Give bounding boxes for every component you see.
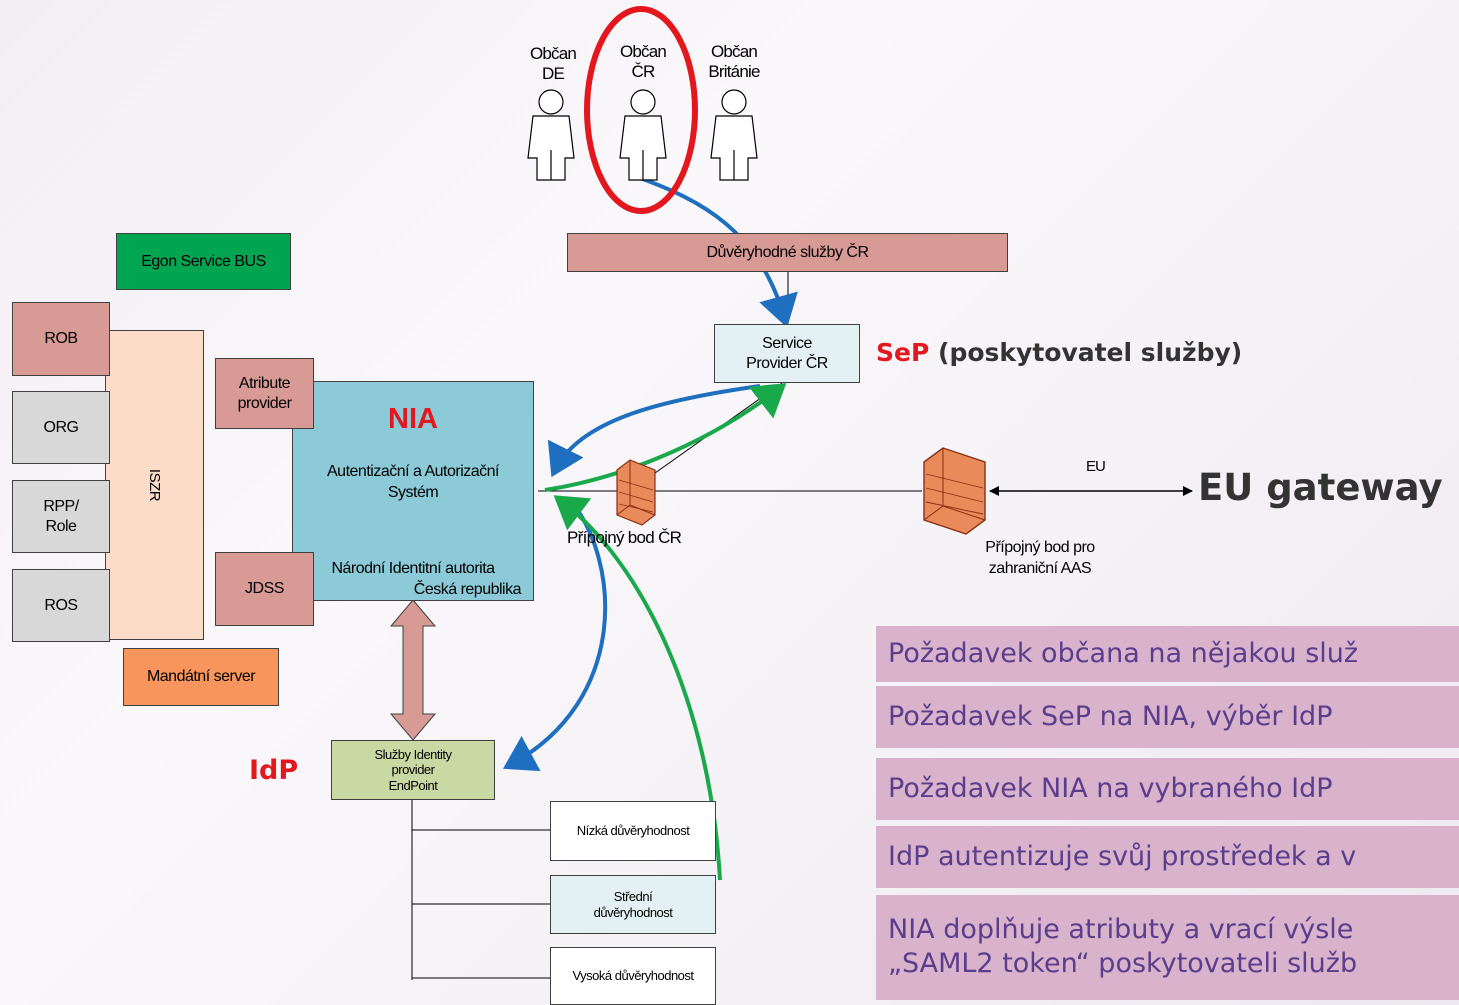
- idp-endpoint-box: Služby Identity provider EndPoint: [331, 740, 495, 800]
- citizen-cr-line1: Občan: [619, 42, 667, 61]
- firewall-cr-icon: [616, 459, 656, 526]
- connection-foreign-label: Přípojný bod pro zahraniční AAS: [960, 538, 1120, 580]
- register-ros-box: ROS: [12, 569, 110, 642]
- attribute-provider-box: Atribute provider: [215, 358, 314, 429]
- register-rob-box: ROB: [12, 302, 110, 376]
- legend-step-2-text: Požadavek SeP na NIA, výběr IdP: [888, 701, 1333, 732]
- register-rob-label: ROB: [44, 330, 78, 348]
- sep-text: (poskytovatel služby): [938, 338, 1243, 367]
- register-ros-label: ROS: [44, 596, 78, 614]
- citizen-de-line2: DE: [541, 64, 565, 84]
- legend-step-3: Požadavek NIA na vybraného IdP: [876, 758, 1459, 820]
- legend-step-5-line1: NIA doplňuje atributy a vrací výsle: [888, 914, 1354, 945]
- register-rpp-label: RPP/ Role: [43, 498, 79, 535]
- arrow-sep-to-nia: [547, 384, 761, 478]
- citizen-uk-line1: Občan: [710, 42, 758, 61]
- assurance-high-label: Vysoká důvěryhodnost: [572, 968, 694, 984]
- legend-step-3-text: Požadavek NIA na vybraného IdP: [888, 773, 1333, 804]
- register-rpp-box: RPP/ Role: [12, 480, 110, 553]
- citizen-cr-line2: ČR: [631, 62, 656, 82]
- idp-endpoint-line2: provider: [391, 762, 435, 778]
- nia-box: NIA Autentizační a Autorizační Systém Ná…: [292, 381, 534, 601]
- legend-step-1-text: Požadavek občana na nějakou služ: [888, 638, 1359, 669]
- connection-cr-label: Přípojný bod ČR: [567, 528, 682, 547]
- sep-label: SeP (poskytovatel služby): [876, 338, 1242, 367]
- register-org-label: ORG: [43, 418, 79, 436]
- service-provider-line2: Provider ČR: [746, 354, 828, 372]
- firewall-foreign-icon: [923, 447, 986, 535]
- cr-citizen-highlight: [584, 6, 698, 214]
- egon-service-bus-label: Egon Service BUS: [141, 252, 266, 270]
- person-de-icon: [527, 89, 575, 181]
- legend-step-2: Požadavek SeP na NIA, výběr IdP: [876, 686, 1459, 748]
- mandate-server-label: Mandátní server: [146, 668, 256, 686]
- idp-label: IdP: [249, 755, 299, 786]
- assurance-medium-box: Střední důvěryhodnost: [550, 875, 716, 934]
- arrow-citizen-to-sep: [639, 176, 798, 328]
- eu-label: EU: [1086, 458, 1106, 475]
- nia-line2: Systém: [387, 484, 439, 501]
- iszr-label: ISZR: [146, 468, 164, 502]
- citizen-de-line1: Občan: [529, 44, 577, 63]
- jdss-label: JDSS: [245, 580, 284, 598]
- connection-foreign-line1: Přípojný bod pro: [985, 539, 1095, 556]
- assurance-low-box: Nízká důvěryhodnost: [550, 801, 716, 861]
- legend-step-1: Požadavek občana na nějakou služ: [876, 626, 1459, 682]
- citizen-cr-label: Občan ČR: [603, 42, 683, 83]
- nia-line3: Národní Identitní autorita: [331, 560, 495, 577]
- legend-step-5: NIA doplňuje atributy a vrací výsle „SAM…: [876, 895, 1459, 1000]
- assurance-low-label: Nízká důvěryhodnost: [576, 823, 690, 839]
- citizen-uk-label: Občan Británie: [694, 42, 774, 83]
- legend-step-5-line2: „SAML2 token“ poskytovateli služb: [888, 948, 1358, 979]
- assurance-high-box: Vysoká důvěryhodnost: [550, 947, 716, 1005]
- legend-step-4: IdP autentizuje svůj prostředek a v: [876, 826, 1459, 888]
- jdss-box: JDSS: [215, 552, 314, 626]
- iszr-box: ISZR: [105, 330, 204, 640]
- idp-endpoint-line1: Služby Identity: [374, 746, 452, 762]
- trust-services-box: Důvěryhodné služby ČR: [567, 233, 1008, 272]
- nia-idp-double-arrow: [389, 599, 437, 741]
- legend-step-4-text: IdP autentizuje svůj prostředek a v: [888, 841, 1357, 872]
- service-provider-line1: Service: [762, 335, 812, 353]
- connection-foreign-line2: zahraniční AAS: [988, 559, 1092, 577]
- person-cr-icon: [619, 89, 667, 181]
- trust-services-label: Důvěryhodné služby ČR: [706, 243, 869, 261]
- nia-line4: Česká republika: [413, 581, 522, 598]
- egon-service-bus-box: Egon Service BUS: [116, 233, 291, 290]
- assurance-medium-label: Střední důvěryhodnost: [593, 888, 673, 920]
- register-org-box: ORG: [12, 391, 110, 464]
- attribute-provider-label: Atribute provider: [237, 375, 292, 412]
- citizen-uk-line2: Británie: [708, 62, 760, 82]
- nia-title: NIA: [388, 403, 438, 435]
- citizen-de-label: Občan DE: [513, 44, 593, 85]
- idp-tree-lines: [411, 800, 550, 980]
- sep-abbr: SeP: [876, 338, 930, 367]
- mandate-server-box: Mandátní server: [123, 648, 279, 706]
- idp-endpoint-line3: EndPoint: [388, 777, 438, 793]
- nia-line1: Autentizační a Autorizační: [327, 463, 500, 480]
- eu-gateway-label: EU gateway: [1198, 466, 1443, 509]
- service-provider-box: Service Provider ČR: [714, 324, 860, 383]
- person-uk-icon: [710, 89, 758, 181]
- arrow-nia-to-sep: [544, 383, 787, 492]
